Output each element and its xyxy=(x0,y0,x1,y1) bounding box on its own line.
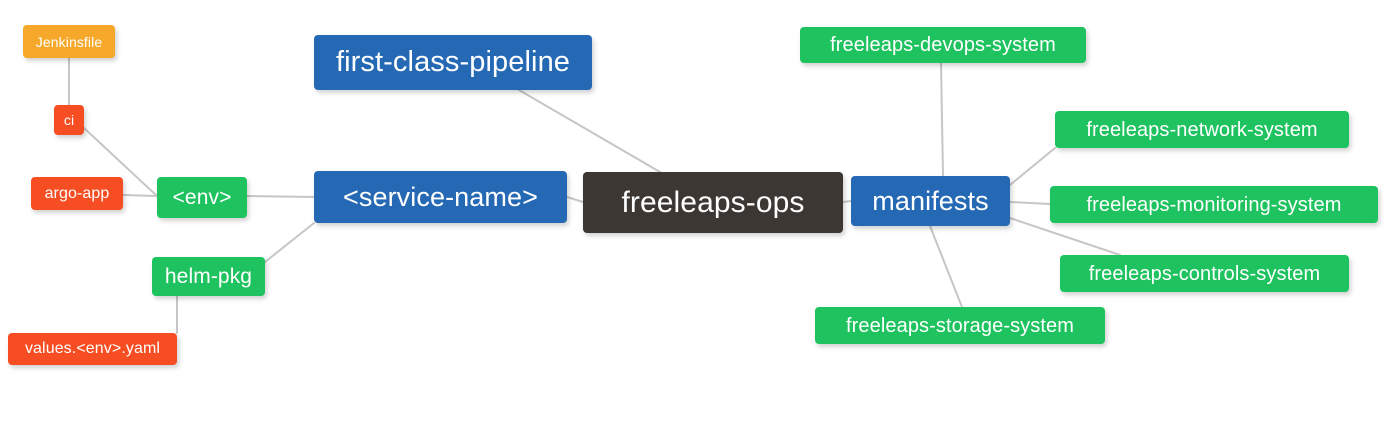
edge-manifests-to-freeleaps-monitoring-system xyxy=(1009,201,1051,205)
mindmap-node-label-freeleaps-controls-system: freeleaps-controls-system xyxy=(1088,262,1321,285)
mindmap-node-label-first-class-pipeline: first-class-pipeline xyxy=(335,46,571,78)
mindmap-node-freeleaps-network-system[interactable]: freeleaps-network-system xyxy=(1055,111,1349,148)
mindmap-node-argo-app[interactable]: argo-app xyxy=(31,177,123,210)
mindmap-node-label-ci: ci xyxy=(63,112,75,128)
mindmap-node-freeleaps-ops[interactable]: freeleaps-ops xyxy=(583,172,843,233)
mindmap-node-label-freeleaps-ops: freeleaps-ops xyxy=(621,185,805,219)
mindmap-node-label-argo-app: argo-app xyxy=(44,184,110,202)
mindmap-node-freeleaps-storage-system[interactable]: freeleaps-storage-system xyxy=(815,307,1105,344)
mindmap-node-helm-pkg[interactable]: helm-pkg xyxy=(152,257,265,296)
mindmap-node-jenkinsfile[interactable]: Jenkinsfile xyxy=(23,25,115,58)
mindmap-node-label-freeleaps-network-system: freeleaps-network-system xyxy=(1086,118,1318,141)
mindmap-node-label-env: <env> xyxy=(172,186,232,209)
edge-manifests-to-freeleaps-controls-system xyxy=(1009,217,1121,256)
mindmap-node-ci[interactable]: ci xyxy=(54,105,84,135)
mindmap-node-values-yaml[interactable]: values.<env>.yaml xyxy=(8,333,177,365)
mindmap-node-label-freeleaps-storage-system: freeleaps-storage-system xyxy=(845,314,1075,337)
mindmap-node-label-jenkinsfile: Jenkinsfile xyxy=(35,33,103,50)
mindmap-node-freeleaps-controls-system[interactable]: freeleaps-controls-system xyxy=(1060,255,1349,292)
mindmap-node-first-class-pipeline[interactable]: first-class-pipeline xyxy=(314,35,592,90)
mindmap-node-label-helm-pkg: helm-pkg xyxy=(164,265,253,288)
mindmap-node-label-service-name: <service-name> xyxy=(343,181,538,212)
edge-freeleaps-ops-to-manifests xyxy=(842,200,852,203)
mindmap-node-label-values-yaml: values.<env>.yaml xyxy=(24,340,161,357)
mindmap-node-label-manifests: manifests xyxy=(872,185,989,216)
edge-manifests-to-freeleaps-devops-system xyxy=(940,62,944,177)
mindmap-node-env[interactable]: <env> xyxy=(157,177,247,218)
edge-service-name-to-freeleaps-ops xyxy=(566,196,584,203)
edge-first-class-pipeline-to-freeleaps-ops xyxy=(518,89,661,173)
mindmap-node-label-freeleaps-devops-system: freeleaps-devops-system xyxy=(830,34,1056,56)
edge-manifests-to-freeleaps-storage-system xyxy=(929,225,963,308)
mindmap-node-label-freeleaps-monitoring-system: freeleaps-monitoring-system xyxy=(1086,193,1342,216)
mindmap-node-service-name[interactable]: <service-name> xyxy=(314,171,567,223)
mindmap-node-manifests[interactable]: manifests xyxy=(851,176,1010,226)
mindmap-node-freeleaps-monitoring-system[interactable]: freeleaps-monitoring-system xyxy=(1050,186,1378,223)
edge-env-to-service-name xyxy=(246,195,315,198)
edge-argo-app-to-env xyxy=(122,194,158,197)
edge-service-name-to-helm-pkg xyxy=(264,222,315,263)
mindmap-node-freeleaps-devops-system[interactable]: freeleaps-devops-system xyxy=(800,27,1086,63)
edge-manifests-to-freeleaps-network-system xyxy=(1009,147,1056,186)
